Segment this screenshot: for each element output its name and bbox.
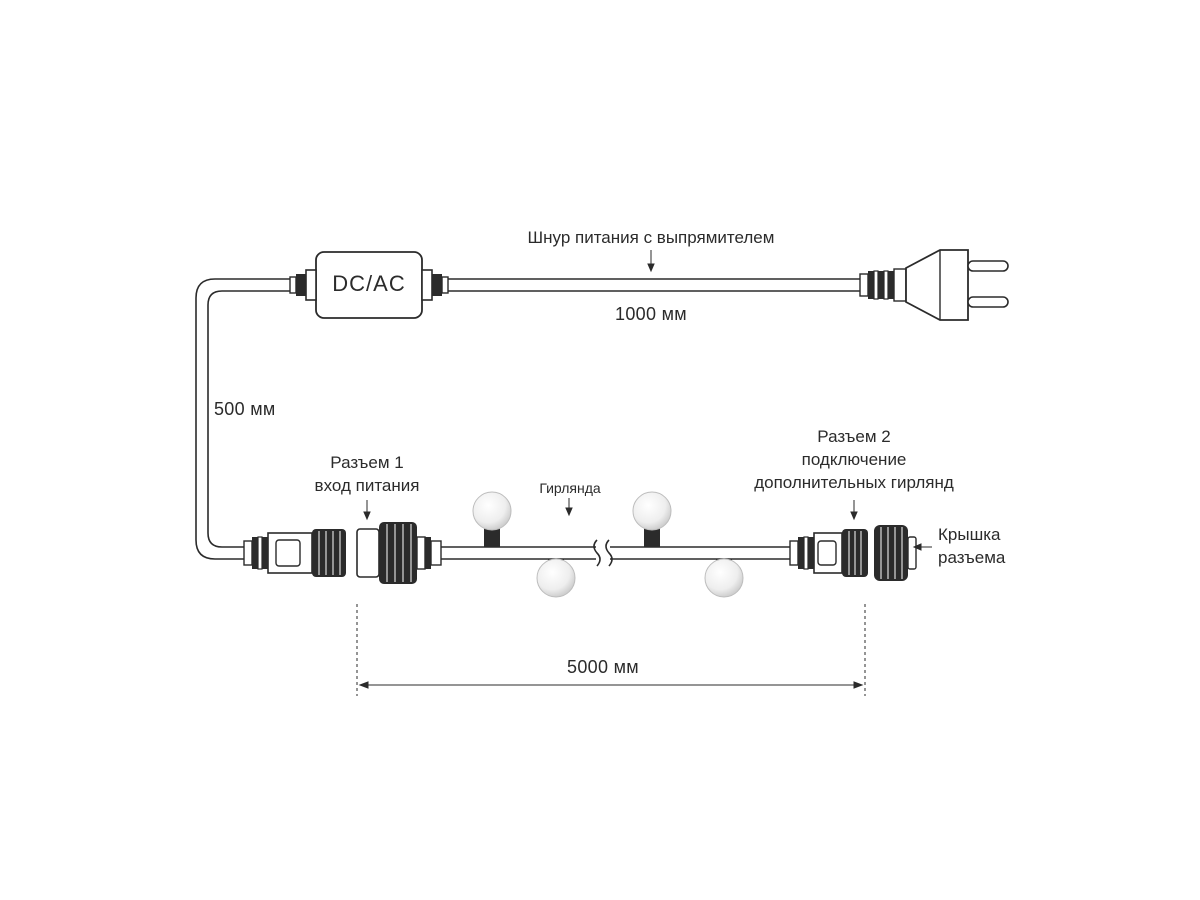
connector-1-label: Разъем 1 вход питания xyxy=(315,451,420,497)
lead-connector xyxy=(243,529,346,577)
connector-1 xyxy=(356,522,442,584)
bulb-3 xyxy=(632,491,672,547)
label-pointers xyxy=(363,498,932,551)
bulb-2 xyxy=(536,558,576,598)
connector-2 xyxy=(789,529,868,577)
lead-cable xyxy=(195,278,290,560)
cap-label: Крышка разъема xyxy=(938,523,1005,569)
connector-2-title: Разъем 2 xyxy=(817,427,891,446)
garland-label: Гирлянда xyxy=(539,480,601,496)
converter-label: DC/AC xyxy=(332,271,406,296)
connector-2-label: Разъем 2 подключение дополнительных гирл… xyxy=(754,425,954,494)
power-cord xyxy=(447,278,860,292)
lead-length: 500 мм xyxy=(214,399,276,419)
connector-2-desc-1: подключение xyxy=(801,450,907,469)
connector-2-desc-2: дополнительных гирлянд xyxy=(754,473,954,492)
cap-label-line-2: разъема xyxy=(938,548,1006,567)
garland-wire xyxy=(441,539,790,567)
garland-length: 5000 мм xyxy=(567,657,639,677)
bulb-1 xyxy=(472,491,512,547)
power-cord-label: Шнур питания с выпрямителем xyxy=(527,228,775,247)
connector-1-desc: вход питания xyxy=(314,476,420,495)
cap-label-line-1: Крышка xyxy=(938,525,1001,544)
connector-1-title: Разъем 1 xyxy=(330,453,404,472)
connector-cap xyxy=(874,525,917,581)
garland-dimension xyxy=(356,604,866,696)
power-plug xyxy=(859,249,1009,321)
dc-ac-converter-box xyxy=(289,251,449,319)
power-cord-pointer xyxy=(647,250,655,273)
power-cord-length: 1000 мм xyxy=(615,304,687,324)
bulb-4 xyxy=(704,558,744,598)
